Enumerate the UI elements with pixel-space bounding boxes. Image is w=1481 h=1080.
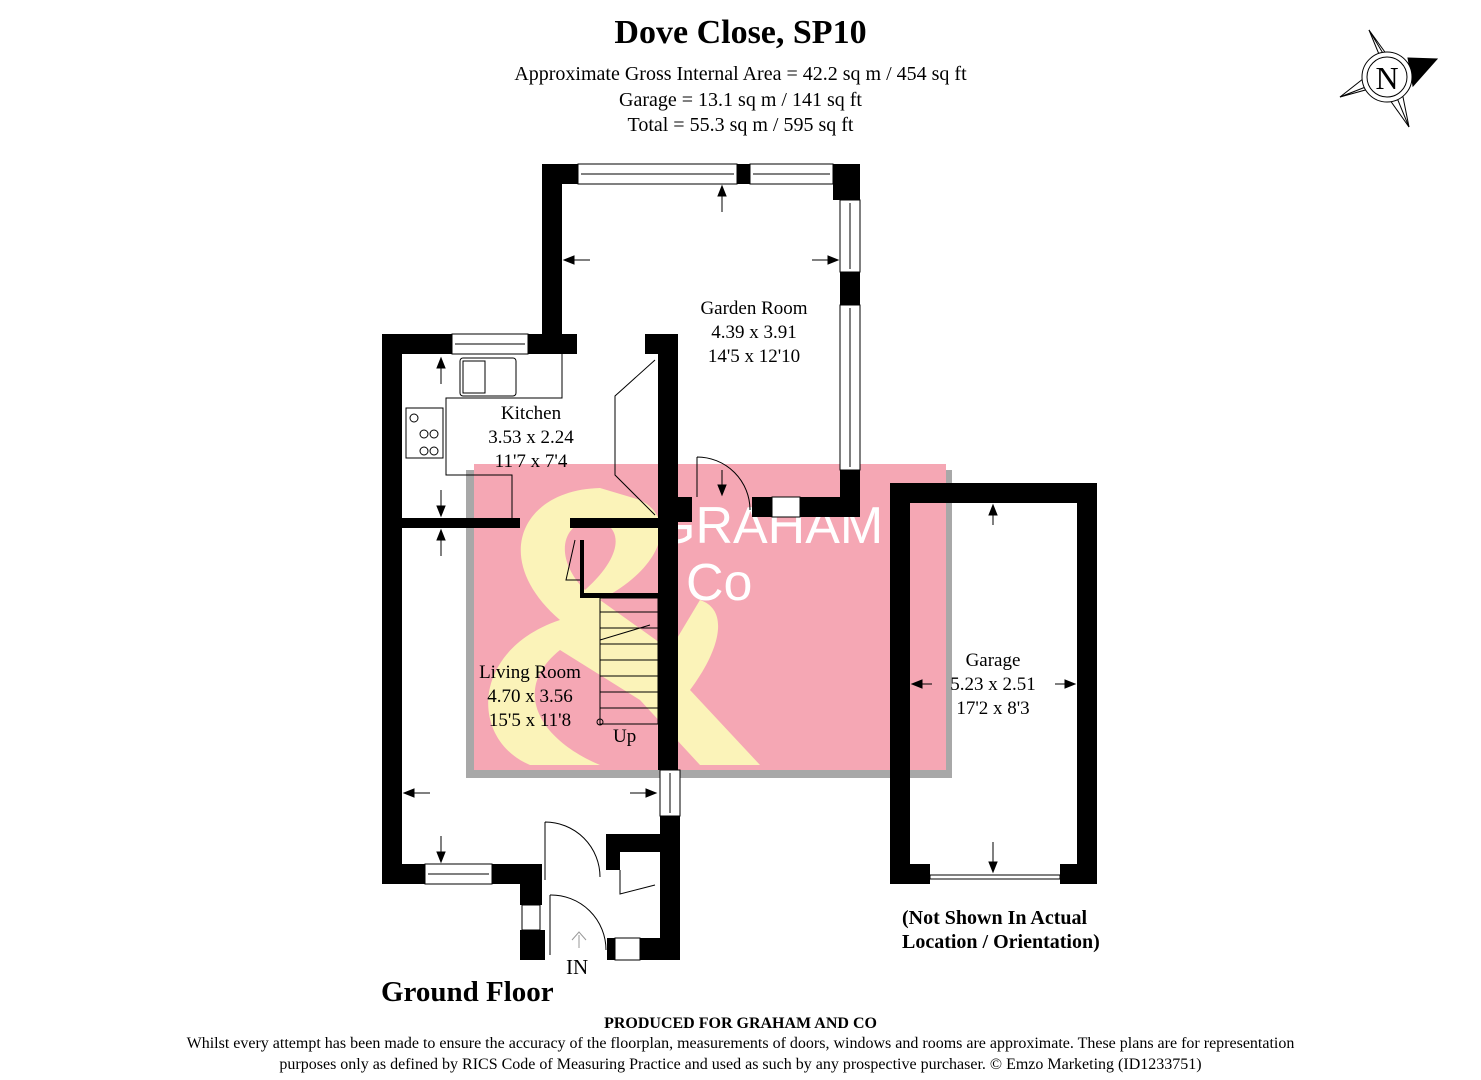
sink-icon xyxy=(459,357,517,397)
room-imperial: 14'5 x 12'10 xyxy=(707,346,801,367)
disclaimer-line-1: Whilst every attempt has been made to en… xyxy=(186,1035,1295,1052)
door-icon xyxy=(696,456,751,511)
room-living-room: Living Room 4.70 x 3.56 15'5 x 11'8 xyxy=(479,661,581,733)
room-metric: 4.70 x 3.56 xyxy=(487,686,573,707)
watermark-text: Co xyxy=(686,554,752,612)
garage-note: (Not Shown In Actual Location / Orientat… xyxy=(902,906,1100,954)
garage-note-line: Location / Orientation) xyxy=(902,931,1100,953)
room-imperial: 11'7 x 7'4 xyxy=(494,451,568,472)
windows xyxy=(424,163,1061,961)
gross-area: Approximate Gross Internal Area = 42.2 s… xyxy=(514,63,967,85)
room-name: Garage xyxy=(965,650,1021,671)
room-name: Garden Room xyxy=(700,298,808,319)
total-area: Total = 55.3 sq m / 595 sq ft xyxy=(627,114,854,136)
room-kitchen: Kitchen 3.53 x 2.24 11'7 x 7'4 xyxy=(488,402,574,474)
entrance-label: IN xyxy=(566,955,589,979)
entrance-arrow-icon xyxy=(571,931,587,948)
compass-label: N xyxy=(1375,60,1398,96)
disclaimer-line-2: purposes only as defined by RICS Code of… xyxy=(279,1056,1202,1073)
room-metric: 3.53 x 2.24 xyxy=(488,427,574,448)
door-icon xyxy=(544,821,601,880)
dimension-arrows xyxy=(402,184,1077,874)
garage-note-line: (Not Shown In Actual xyxy=(902,907,1088,929)
compass-north-icon: N xyxy=(1339,29,1439,128)
garage-area: Garage = 13.1 sq m / 141 sq ft xyxy=(619,89,862,111)
watermark-logo: GRAHAM Co xyxy=(466,464,952,778)
room-metric: 5.23 x 2.51 xyxy=(950,674,1036,695)
floor-label: Ground Floor xyxy=(381,976,554,1008)
fixtures xyxy=(405,354,751,955)
room-imperial: 17'2 x 8'3 xyxy=(956,698,1030,719)
room-garage: Garage 5.23 x 2.51 17'2 x 8'3 xyxy=(950,649,1036,721)
produced-for: PRODUCED FOR GRAHAM AND CO xyxy=(604,1015,877,1032)
stairs-label: Up xyxy=(613,726,637,747)
staircase-icon xyxy=(596,597,659,726)
hob-icon xyxy=(405,407,444,459)
page-title: Dove Close, SP10 xyxy=(614,14,867,51)
room-garden-room: Garden Room 4.39 x 3.91 14'5 x 12'10 xyxy=(700,297,807,369)
room-name: Living Room xyxy=(479,662,581,683)
door-icon xyxy=(549,894,607,955)
walls xyxy=(382,164,1097,960)
room-metric: 4.39 x 3.91 xyxy=(711,322,797,343)
room-imperial: 15'5 x 11'8 xyxy=(488,710,572,731)
room-name: Kitchen xyxy=(500,403,562,424)
